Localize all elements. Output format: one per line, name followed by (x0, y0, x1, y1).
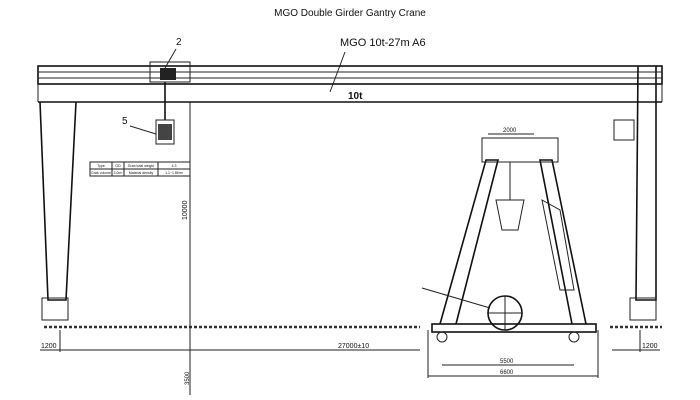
callout-5: 5 (122, 116, 128, 127)
below-rail-dim: 3500 (185, 371, 191, 385)
svg-text:Material density: Material density (129, 171, 154, 175)
svg-text:1.1~1.8t/m³: 1.1~1.8t/m³ (165, 171, 184, 175)
wheel-base-dim: 5500 (500, 359, 514, 365)
callout-2: 2 (176, 37, 182, 48)
wheel-right (568, 331, 580, 343)
capacity-label: 10t (348, 91, 363, 102)
svg-text:3.0m³: 3.0m³ (114, 171, 124, 175)
drawing-title: MGO Double Girder Gantry Crane (274, 8, 426, 19)
svg-text:Grab volume: Grab volume (91, 171, 111, 175)
left-leg (39, 101, 77, 321)
left-cantilever-dim: 1200 (41, 343, 57, 350)
span-dim: 27000±10 (338, 343, 369, 350)
side-view-frame (421, 137, 597, 343)
svg-text:Type: Type (97, 164, 105, 168)
base-length-dim: 6600 (500, 370, 514, 376)
svg-text:Grab total weight: Grab total weight (128, 164, 154, 168)
right-cantilever-dim: 1200 (642, 343, 658, 350)
svg-text:4.3: 4.3 (172, 164, 177, 168)
spec-table: Type GD Grab total weight 4.3 Grab volum… (89, 161, 191, 177)
right-leg (613, 65, 657, 321)
model-label: MGO 10t-27m A6 (340, 37, 426, 49)
svg-text:GD: GD (115, 164, 121, 168)
trolley-gauge-dim: 2000 (503, 128, 517, 134)
height-dim: 10000 (182, 200, 189, 220)
main-girder (37, 65, 663, 103)
trolley (149, 61, 191, 145)
wheel-left (436, 331, 448, 343)
